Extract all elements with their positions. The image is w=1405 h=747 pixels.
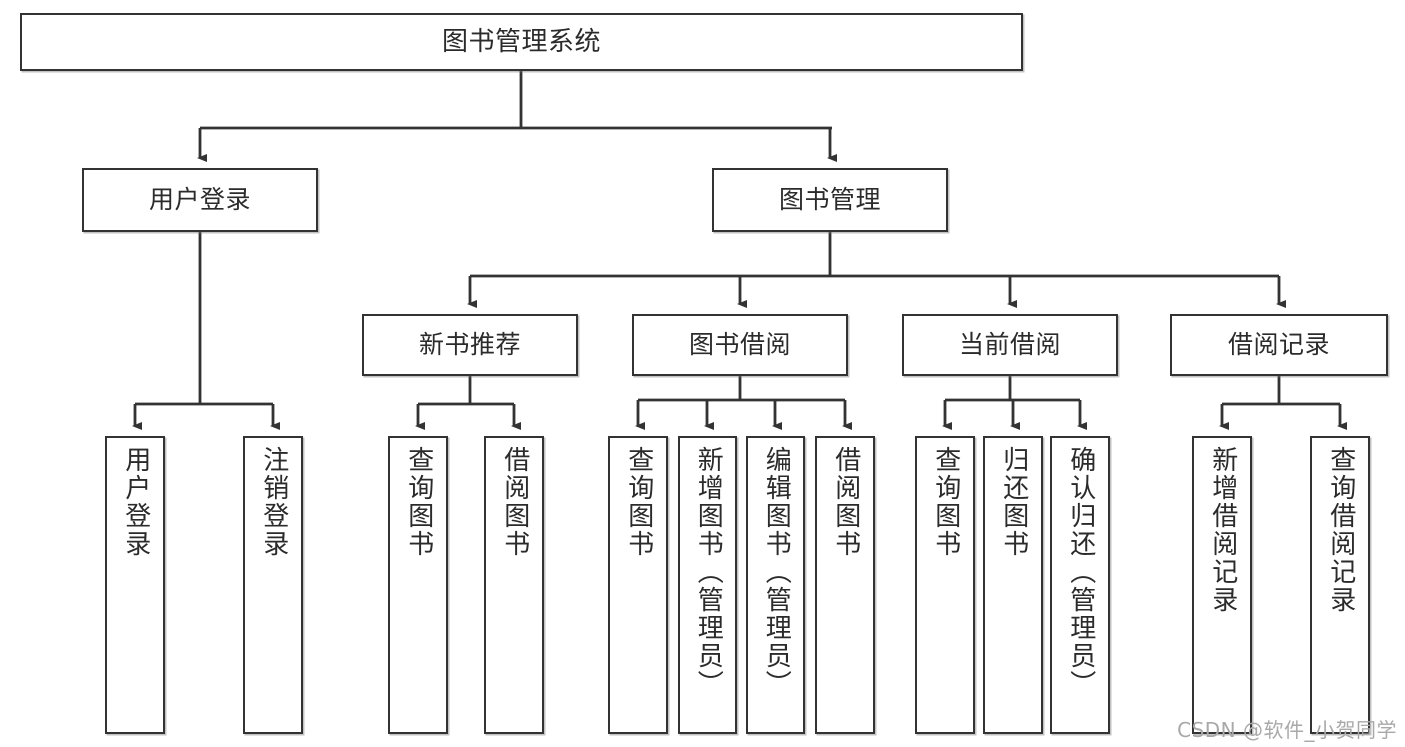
node-label: 查询借阅记录 [1325, 446, 1356, 614]
node-label: 借阅图书 [830, 446, 861, 558]
node-label: 查询图书 [623, 446, 654, 558]
leaf-node[interactable]: 新增借阅记录 [1192, 436, 1252, 734]
leaf-node[interactable]: 归还图书 [983, 436, 1043, 734]
leaf-node[interactable]: 注销登录 [243, 436, 303, 734]
leaf-node[interactable]: 查询图书 [388, 436, 448, 734]
node-label: 图书管理 [778, 185, 881, 215]
leaf-node[interactable]: 确认归还（管理员） [1050, 436, 1110, 734]
node-label: 编辑图书（管理员） [761, 446, 792, 698]
node-borrow-record[interactable]: 借阅记录 [1170, 314, 1388, 376]
node-new-book-recommend[interactable]: 新书推荐 [362, 314, 578, 376]
leaf-node[interactable]: 新增图书（管理员） [678, 436, 737, 734]
node-current-borrow[interactable]: 当前借阅 [902, 314, 1118, 376]
node-label: 新增借阅记录 [1207, 446, 1238, 614]
node-book-management[interactable]: 图书管理 [712, 168, 948, 232]
node-label: 借阅记录 [1227, 330, 1330, 360]
node-label: 用户登录 [120, 446, 151, 558]
leaf-node[interactable]: 查询图书 [608, 436, 668, 734]
leaf-node[interactable]: 查询图书 [915, 436, 975, 734]
leaf-node[interactable]: 用户登录 [105, 436, 165, 734]
watermark-text: CSDN @软件_小贺同学 [1177, 718, 1397, 742]
node-user-login[interactable]: 用户登录 [82, 168, 318, 232]
node-book-borrow[interactable]: 图书借阅 [632, 314, 848, 376]
node-label: 查询图书 [930, 446, 961, 558]
node-label: 新增图书（管理员） [693, 446, 724, 698]
node-label: 借阅图书 [499, 446, 530, 558]
node-label: 新书推荐 [418, 330, 521, 360]
node-label: 用户登录 [148, 185, 251, 215]
node-label: 当前借阅 [958, 330, 1061, 360]
node-label: 归还图书 [998, 446, 1029, 558]
node-label: 确认归还（管理员） [1065, 446, 1096, 698]
node-label: 图书管理系统 [441, 26, 601, 57]
node-root-system[interactable]: 图书管理系统 [20, 13, 1023, 71]
leaf-node[interactable]: 编辑图书（管理员） [746, 436, 805, 734]
node-label: 查询图书 [403, 446, 434, 558]
node-label: 图书借阅 [688, 330, 791, 360]
leaf-node[interactable]: 借阅图书 [815, 436, 875, 734]
node-label: 注销登录 [258, 446, 289, 558]
leaf-node[interactable]: 借阅图书 [484, 436, 544, 734]
leaf-node[interactable]: 查询借阅记录 [1310, 436, 1370, 734]
